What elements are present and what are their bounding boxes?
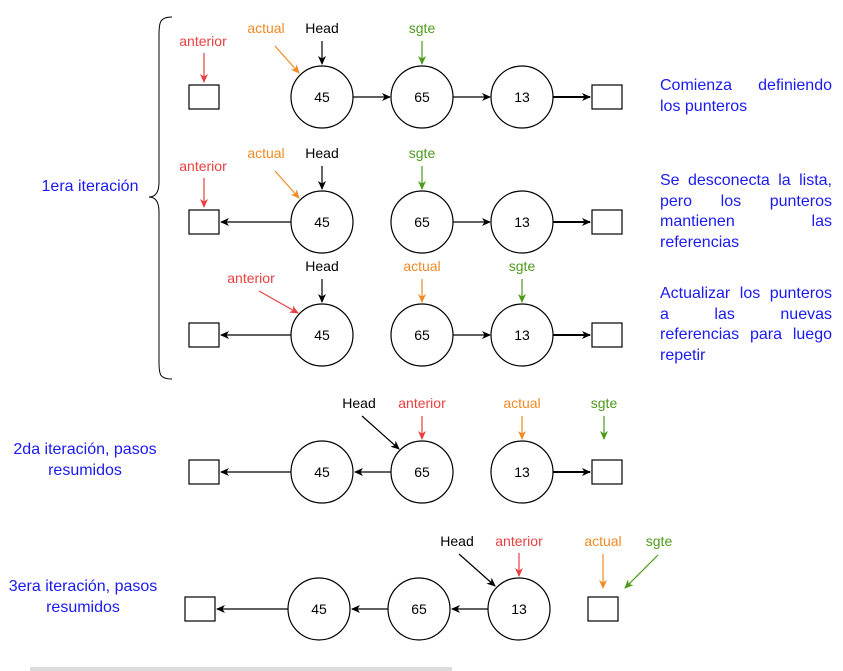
- node-13-value: 13: [514, 327, 530, 343]
- node-65-value: 65: [414, 214, 430, 230]
- pointer-head-label: Head: [305, 145, 338, 161]
- null-box-left: [188, 322, 220, 348]
- step-1-description: Comienza definiendo los punteros: [660, 77, 832, 115]
- pointer-actual-label: actual: [503, 395, 540, 411]
- pointer-sgte-arrow: [624, 554, 659, 589]
- pointer-head-label: Head: [305, 258, 338, 274]
- null-box-left: [188, 209, 220, 235]
- pointer-actual-label: actual: [247, 145, 284, 161]
- step-2-description: Se desconecta la lista, pero los puntero…: [660, 172, 832, 251]
- null-box-left: [188, 459, 220, 485]
- pointer-actual-label: actual: [247, 20, 284, 36]
- pointer-sgte-label: sgte: [409, 20, 436, 36]
- pointer-anterior-label: anterior: [398, 395, 446, 411]
- pointer-head-arrow: [361, 415, 400, 450]
- node-45-value: 45: [311, 601, 327, 617]
- pointer-sgte-label: sgte: [509, 258, 536, 274]
- second-iteration-label: 2da iteración, pasos resumidos: [13, 441, 157, 479]
- pointer-head-label: Head: [305, 20, 338, 36]
- pointer-actual-label: actual: [403, 258, 440, 274]
- node-45-value: 45: [314, 89, 330, 105]
- null-box-right: [591, 459, 623, 485]
- null-box-left: [188, 84, 220, 110]
- pointer-anterior-label: anterior: [495, 533, 543, 549]
- node-45-value: 45: [314, 214, 330, 230]
- iteration-brace: [148, 16, 173, 380]
- node-13-value: 13: [514, 214, 530, 230]
- node-13-value: 13: [514, 89, 530, 105]
- node-45-value: 45: [314, 464, 330, 480]
- pointer-sgte-label: sgte: [646, 533, 673, 549]
- row-4-second-iteration: 45 65 13 Head anterior actual sgte: [188, 395, 623, 504]
- null-box-left: [184, 596, 216, 622]
- third-iteration-label: 3era iteración, pasos resumidos: [8, 578, 158, 616]
- pointer-actual-arrow: [274, 170, 300, 199]
- pointer-anterior-label: anterior: [179, 158, 227, 174]
- pointer-head-arrow: [458, 553, 496, 587]
- pointer-sgte-label: sgte: [409, 145, 436, 161]
- horizontal-scrollbar[interactable]: [30, 667, 452, 671]
- null-box-right: [587, 596, 619, 622]
- node-13-value: 13: [511, 601, 527, 617]
- node-45-value: 45: [314, 327, 330, 343]
- node-65-value: 65: [414, 464, 430, 480]
- pointer-head-label: Head: [342, 395, 375, 411]
- pointer-actual-arrow: [274, 45, 300, 74]
- row-2-disconnect: 45 65 13 anterior actual Head sgte: [179, 145, 623, 254]
- pointer-sgte-label: sgte: [591, 395, 618, 411]
- row-5-third-iteration: 45 65 13 Head anterior actual sgte: [184, 533, 673, 641]
- null-box-right: [591, 322, 623, 348]
- pointer-head-label: Head: [440, 533, 473, 549]
- pointer-anterior-arrow: [258, 290, 299, 314]
- pointer-actual-label: actual: [584, 533, 621, 549]
- row-1-start: 45 65 13 anterior actual Head sgte: [179, 20, 623, 129]
- null-box-right: [591, 84, 623, 110]
- pointer-anterior-label: anterior: [227, 270, 275, 286]
- row-3-update: 45 65 13 anterior Head actual sgte: [188, 258, 623, 367]
- node-65-value: 65: [411, 601, 427, 617]
- first-iteration-label: 1era iteración: [41, 178, 139, 195]
- step-3-description: Actualizar los punteros a las nuevas ref…: [660, 285, 832, 364]
- node-13-value: 13: [514, 464, 530, 480]
- node-65-value: 65: [414, 89, 430, 105]
- node-65-value: 65: [414, 327, 430, 343]
- null-box-right: [591, 209, 623, 235]
- pointer-anterior-label: anterior: [179, 33, 227, 49]
